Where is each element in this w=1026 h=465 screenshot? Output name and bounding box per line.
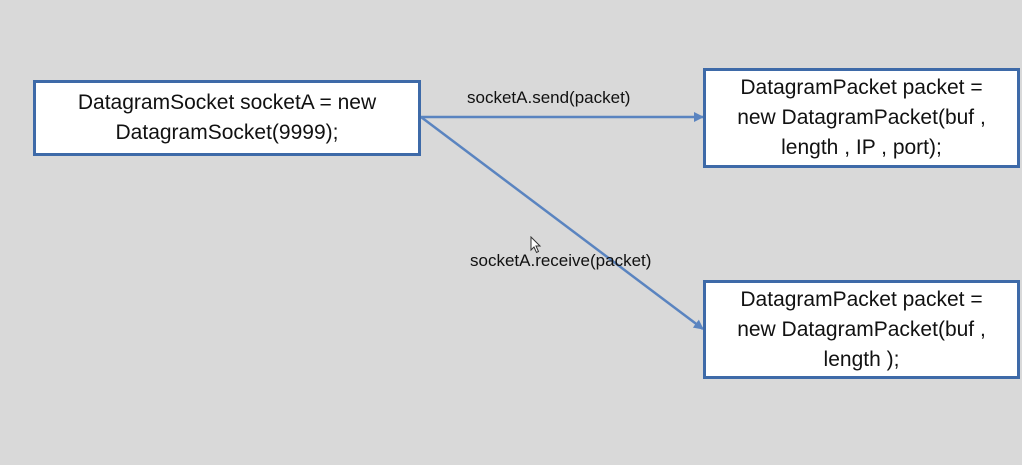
datagram-socket-line-2: DatagramSocket(9999); bbox=[115, 121, 339, 144]
datagram-socket-line-1: DatagramSocket socketA = new bbox=[77, 91, 377, 114]
receive-packet-line-3: length ); bbox=[823, 347, 900, 371]
receive-packet-box: DatagramPacket packet = new DatagramPack… bbox=[703, 280, 1020, 379]
send-packet-line-2: new DatagramPacket(buf , bbox=[737, 106, 986, 129]
mouse-cursor-icon bbox=[530, 236, 542, 254]
datagram-socket-box: DatagramSocket socketA = new DatagramSoc… bbox=[33, 80, 421, 156]
send-packet-box: DatagramPacket packet = new DatagramPack… bbox=[703, 68, 1020, 168]
receive-packet-line-2: new DatagramPacket(buf , bbox=[737, 317, 986, 341]
receive-packet-line-1: DatagramPacket packet = bbox=[740, 287, 983, 311]
receive-arrow bbox=[420, 116, 704, 330]
window-edge bbox=[1022, 0, 1026, 465]
send-packet-line-1: DatagramPacket packet = bbox=[740, 76, 983, 99]
receive-edge-label: socketA.receive(packet) bbox=[470, 251, 652, 270]
send-packet-line-3: length , IP , port); bbox=[781, 136, 942, 159]
send-edge-label: socketA.send(packet) bbox=[467, 88, 631, 107]
